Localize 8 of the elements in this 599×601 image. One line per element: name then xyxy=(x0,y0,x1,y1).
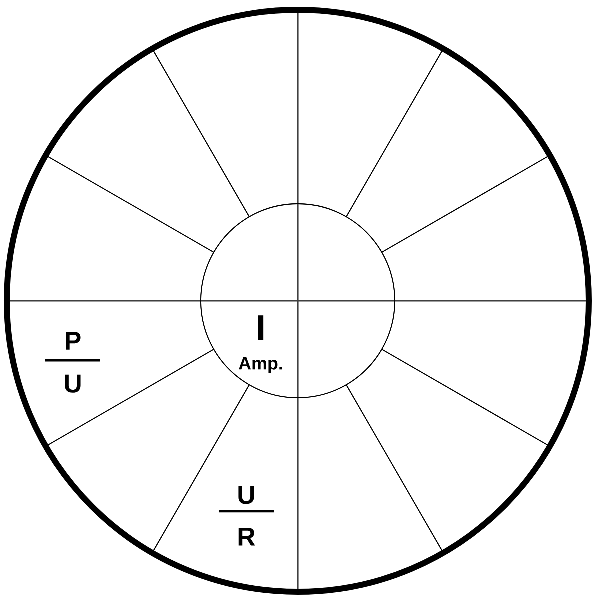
quadrant xyxy=(298,204,396,302)
sector: U R xyxy=(153,384,298,552)
sector: P U xyxy=(46,300,214,446)
sector xyxy=(298,384,443,552)
node-label: Amp. xyxy=(239,357,282,374)
wheel-circle xyxy=(4,7,592,595)
quadrant xyxy=(200,204,298,302)
node-label: I xyxy=(258,316,264,340)
